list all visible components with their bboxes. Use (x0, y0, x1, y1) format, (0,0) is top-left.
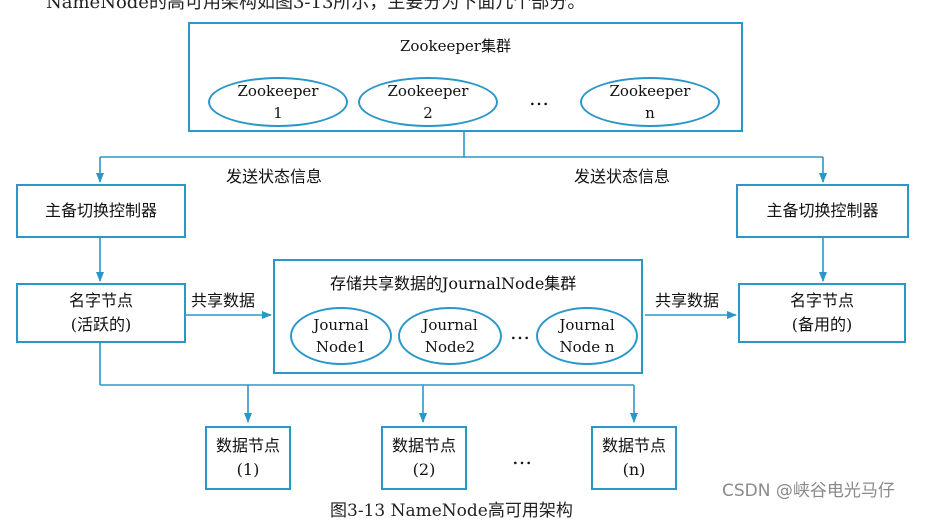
datanode-n: 数据节点 (n) (591, 426, 677, 490)
datanode-index: (n) (622, 460, 646, 479)
datanode-index: (2) (412, 460, 436, 479)
failover-controller-right: 主备切换控制器 (736, 184, 909, 238)
zookeeper-node: Zookeeper 2 (358, 77, 498, 127)
share-data-label-right: 共享数据 (655, 291, 720, 310)
datanode-index: (1) (236, 460, 260, 479)
node-line2: Node1 (315, 338, 367, 356)
journal-node: Journal Node n (536, 307, 638, 365)
share-data-label-left: 共享数据 (191, 291, 256, 310)
datanode-label: 数据节点 (601, 436, 666, 455)
namenode-state: (活跃的) (70, 315, 132, 334)
datanode-label: 数据节点 (391, 436, 456, 455)
namenode-active: 名字节点 (活跃的) (16, 283, 186, 343)
datanode-label: 数据节点 (215, 436, 280, 455)
diagram-canvas: NameNode的高可用架构如图3-13所示，主要分为下面几个部分。 (16, 0, 909, 521)
zookeeper-ellipsis: … (529, 86, 550, 110)
node-line2: Node n (559, 338, 615, 356)
node-line1: Journal (313, 316, 369, 334)
bottom-caption: 图3-13 NameNode高可用架构 (330, 501, 573, 521)
node-line2: 2 (423, 104, 433, 122)
datanode-2: 数据节点 (2) (381, 426, 467, 490)
journalnode-cluster-title: 存储共享数据的JournalNode集群 (330, 274, 577, 293)
node-line1: Zookeeper (237, 82, 319, 100)
send-status-label-right: 发送状态信息 (574, 167, 671, 186)
journal-node: Journal Node2 (398, 307, 502, 365)
node-line2: Node2 (424, 338, 476, 356)
controller-label: 主备切换控制器 (766, 201, 879, 220)
top-caption: NameNode的高可用架构如图3-13所示，主要分为下面几个部分。 (46, 0, 586, 13)
datanode-ellipsis: … (512, 445, 533, 469)
connector-lines (96, 132, 827, 423)
controller-label: 主备切换控制器 (44, 201, 157, 220)
zookeeper-node: Zookeeper n (580, 77, 720, 127)
failover-controller-left: 主备切换控制器 (16, 184, 186, 238)
node-line1: Zookeeper (609, 82, 691, 100)
node-line1: Journal (422, 316, 478, 334)
journal-node: Journal Node1 (290, 307, 392, 365)
zookeeper-cluster-title: Zookeeper集群 (400, 37, 511, 55)
node-line1: Journal (559, 316, 615, 334)
send-status-label-left: 发送状态信息 (226, 167, 323, 186)
datanode-1: 数据节点 (1) (205, 426, 291, 490)
namenode-label: 名字节点 (789, 291, 854, 310)
node-line2: 1 (273, 104, 283, 122)
csdn-watermark: CSDN @峡谷电光马仔 (722, 481, 895, 501)
namenode-standby: 名字节点 (备用的) (738, 283, 906, 343)
journal-ellipsis: … (510, 320, 531, 344)
namenode-state: (备用的) (791, 315, 853, 334)
node-line1: Zookeeper (387, 82, 469, 100)
zookeeper-node: Zookeeper 1 (208, 77, 348, 127)
namenode-label: 名字节点 (68, 291, 133, 310)
node-line2: n (645, 104, 655, 122)
